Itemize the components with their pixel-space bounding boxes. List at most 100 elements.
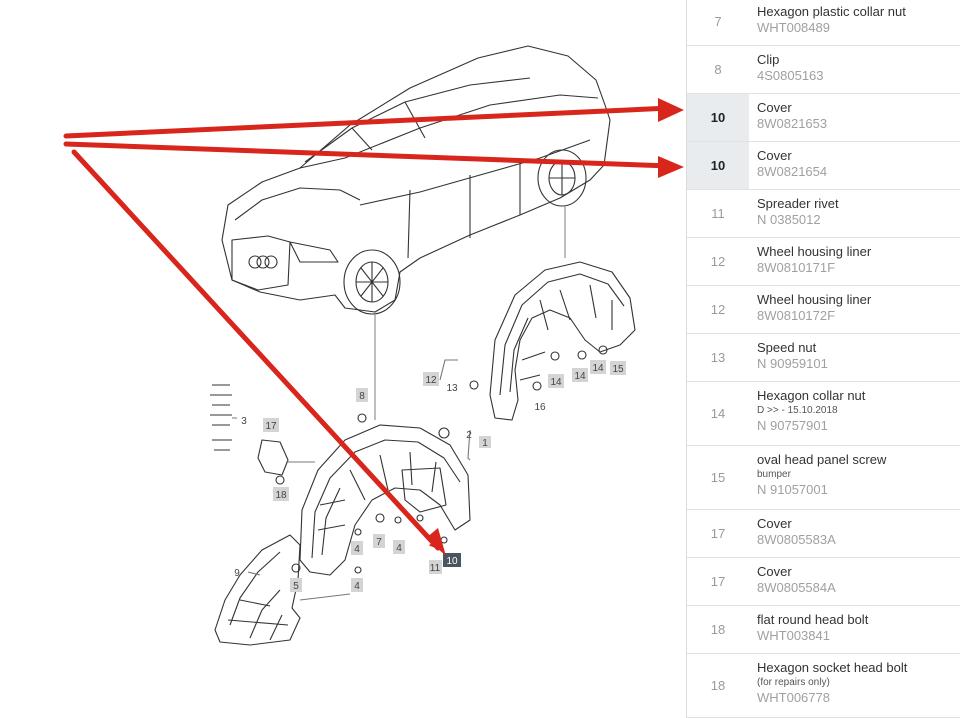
part-position: 12 (710, 302, 726, 317)
part-position: 17 (710, 574, 726, 589)
callout-5: 5 (293, 581, 299, 592)
callout-8: 8 (359, 391, 365, 402)
callout-14b: 14 (574, 371, 586, 382)
callout-11: 11 (430, 563, 441, 574)
hardware-set-3 (210, 384, 232, 451)
clip-8-icon (357, 413, 367, 423)
part-name: Hexagon collar nut (757, 388, 866, 403)
part-position: 8 (714, 62, 722, 77)
part-number[interactable]: N 90757901 (757, 418, 828, 433)
part-number[interactable]: 8W0810171F (757, 260, 836, 275)
part-name: Wheel housing liner (757, 292, 872, 307)
callout-15: 15 (612, 364, 624, 375)
part-position: 18 (710, 678, 726, 693)
part-position: 11 (711, 206, 725, 221)
car-grille (231, 235, 291, 291)
callout-1-box (479, 436, 491, 448)
callout-10[interactable]: 10 (446, 556, 458, 567)
part-2-icon (438, 427, 450, 439)
callout-14a: 14 (550, 377, 562, 388)
parts-diagram: 1 2 3 4 4 4 5 7 8 9 10 11 12 13 14 (63, 45, 684, 646)
part-info: Hexagon socket head bolt (for repairs onl… (749, 654, 960, 717)
callout-12: 12 (425, 375, 437, 386)
part-row[interactable]: 14 Hexagon collar nut D >> - 15.10.2018 N 9… (687, 382, 960, 446)
callout-10-selected (443, 553, 461, 567)
callout-7: 7 (376, 537, 382, 548)
callout-16: 16 (534, 402, 546, 413)
callout-2: 2 (466, 430, 472, 441)
part-row[interactable]: 15 oval head panel screw bumper N 91057001 (687, 446, 960, 510)
annotation-arrow-3 (71, 149, 441, 551)
part-note: D >> - 15.10.2018 (757, 405, 838, 416)
part-row[interactable]: 18 Hexagon socket head bolt (for repairs o… (687, 654, 960, 718)
part-number[interactable]: N 91057001 (757, 482, 828, 497)
part-name: Hexagon plastic collar nut (757, 4, 906, 19)
part-number[interactable]: N 90959101 (757, 356, 828, 371)
car-logo (248, 255, 262, 269)
part-name: Hexagon socket head bolt (757, 660, 908, 675)
callout-4a: 4 (354, 581, 360, 592)
part-number[interactable]: 8W0821653 (757, 116, 828, 131)
callout-9: 9 (234, 568, 240, 579)
part-note: bumper (757, 469, 791, 480)
part-number[interactable]: WHT003841 (757, 628, 830, 643)
part-position: 18 (710, 622, 726, 637)
part-number[interactable]: 8W0810172F (757, 308, 836, 323)
annotation-arrow-1 (63, 103, 673, 139)
part-name: Clip (757, 52, 780, 67)
part-name: Spreader rivet (757, 196, 839, 211)
part-position: 7 (714, 14, 722, 29)
callout-14c: 14 (592, 363, 604, 374)
part-note: (for repairs only) (757, 677, 830, 688)
rear-wheel-housing-liner (489, 261, 636, 421)
part-number[interactable]: 8W0805583A (757, 532, 836, 547)
callout-4b: 4 (354, 544, 360, 555)
part-number[interactable]: N 0385012 (757, 212, 821, 227)
car-hood (234, 187, 361, 221)
part-number[interactable]: 8W0805584A (757, 580, 836, 595)
exploded-view-drawing: 1 2 3 4 4 4 5 7 8 9 10 11 12 13 14 (63, 45, 684, 646)
part-name: oval head panel screw (757, 452, 887, 467)
front-wheel (343, 249, 401, 315)
callout-3: 3 (241, 416, 247, 427)
part-position: 15 (710, 470, 726, 485)
callout-18: 18 (275, 490, 287, 501)
part-name: Wheel housing liner (757, 244, 872, 259)
front-wheel-housing-liner (299, 424, 471, 576)
part-name: Speed nut (757, 340, 817, 355)
part-number[interactable]: WHT008489 (757, 20, 830, 35)
part-info: Hexagon collar nut D >> - 15.10.2018 N 907… (749, 382, 960, 445)
callout-labels: 1 2 3 4 4 4 5 7 8 9 10 11 12 13 14 (234, 360, 626, 592)
part-number[interactable]: 8W0821654 (757, 164, 828, 179)
car-body-outline (221, 45, 611, 313)
part-number[interactable]: 4S0805163 (757, 68, 824, 83)
callout-1: 1 (482, 438, 488, 449)
part-number[interactable]: WHT006778 (757, 690, 830, 705)
callout-13: 13 (446, 383, 458, 394)
part-name: Cover (757, 100, 792, 115)
part-name: Cover (757, 516, 792, 531)
car-headlight (289, 241, 339, 263)
part-position: 14 (710, 406, 726, 421)
